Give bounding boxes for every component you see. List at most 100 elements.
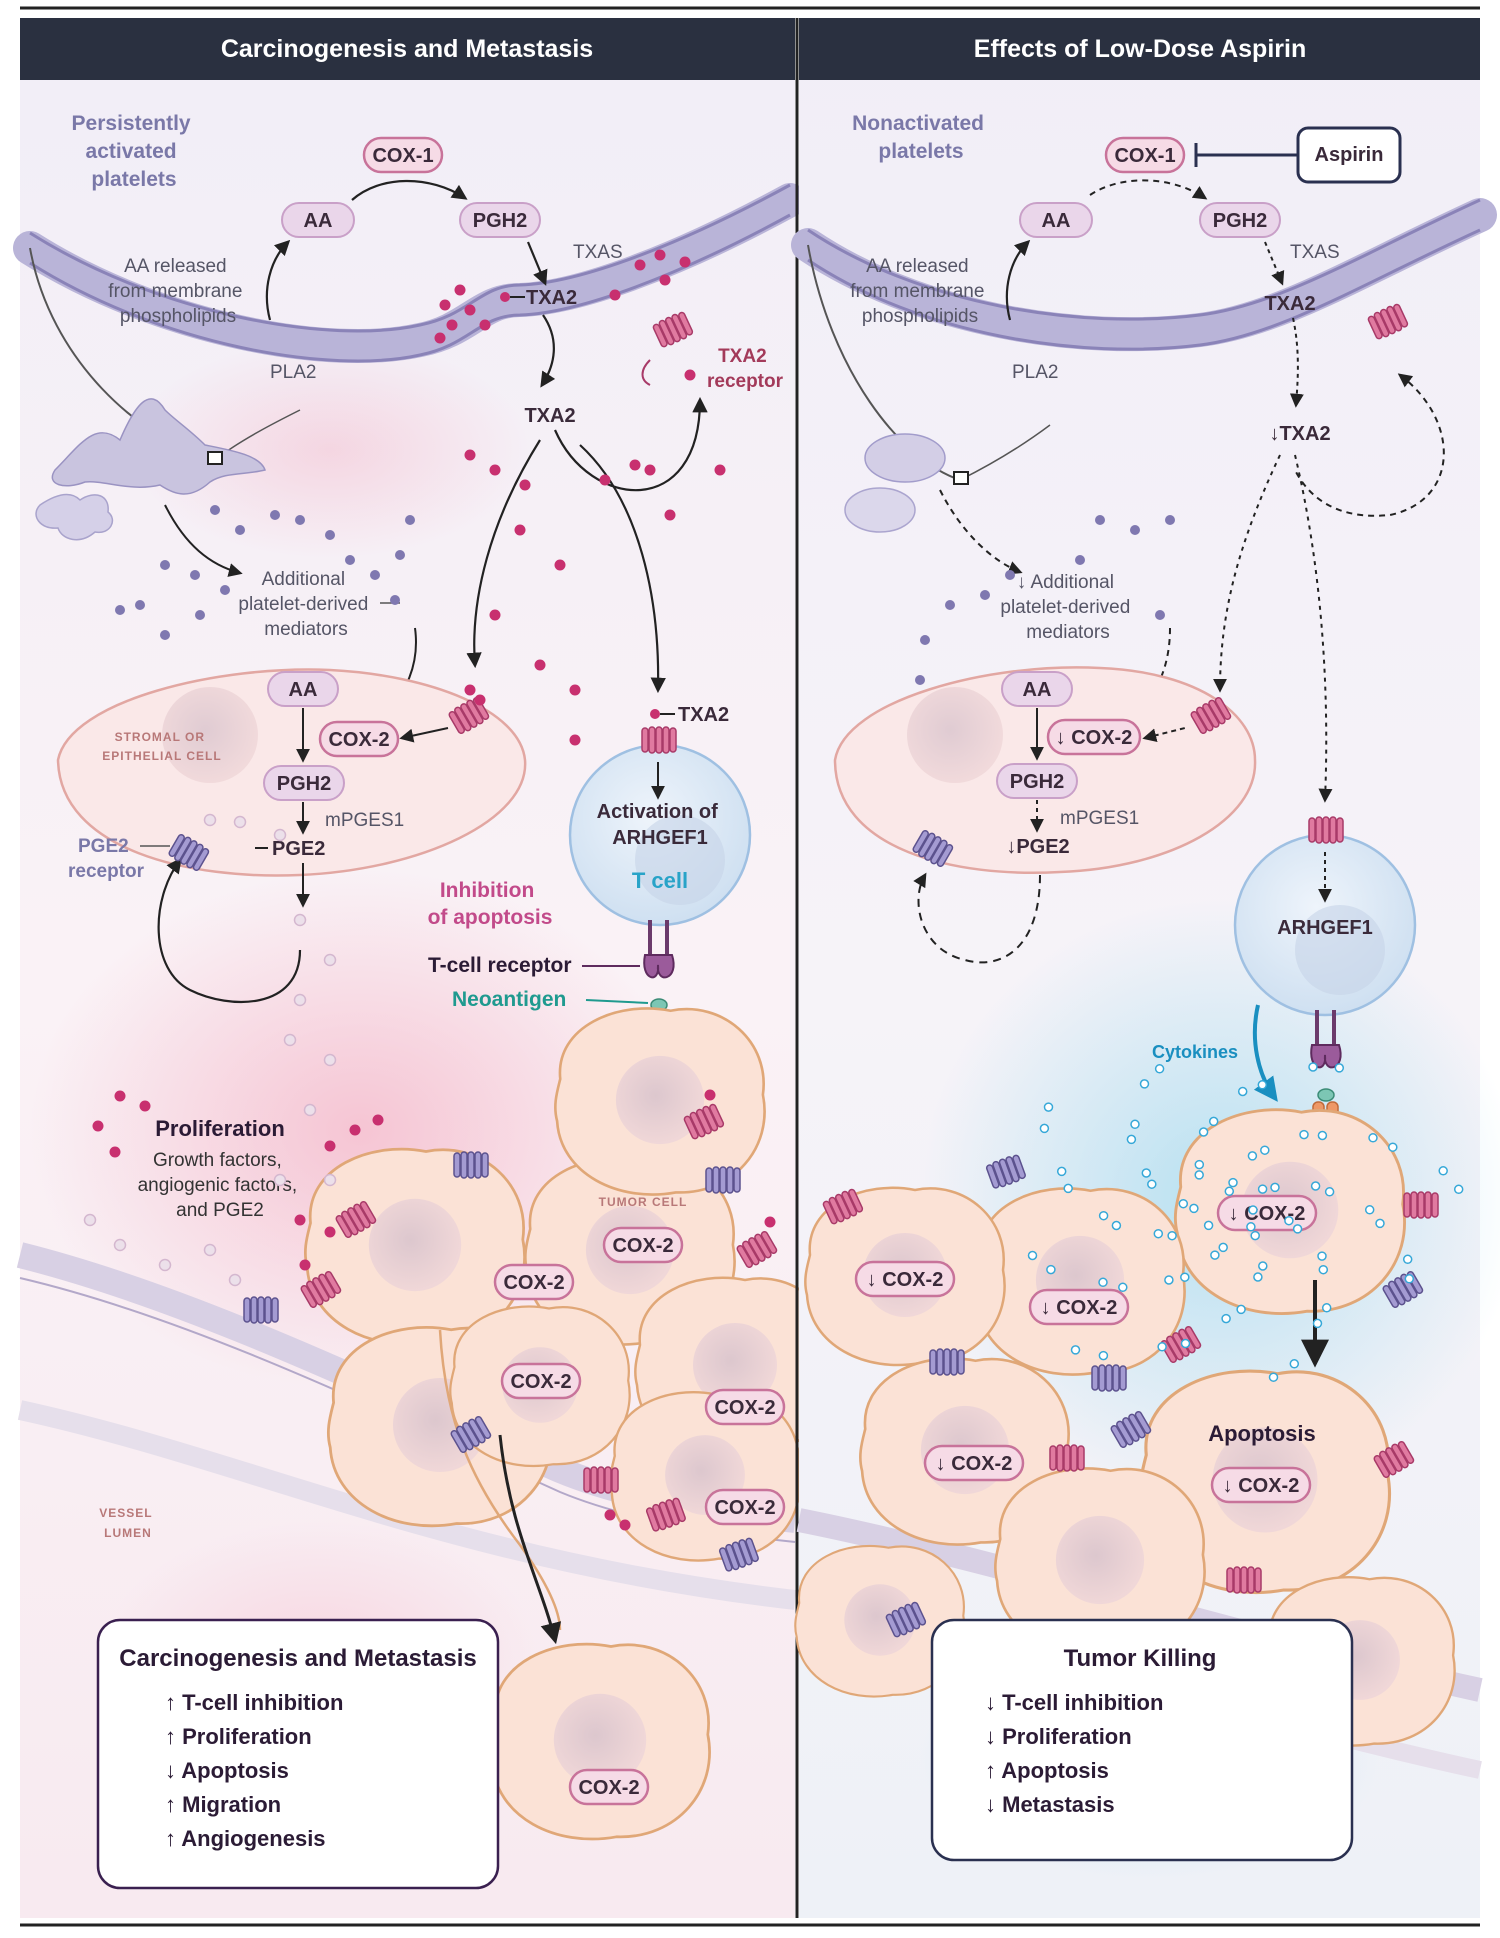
txa2-molecule [569, 684, 581, 696]
txa2-molecule [664, 509, 676, 521]
cytokine-molecule [1063, 1183, 1073, 1194]
left-panel-title: Carcinogenesis and Metastasis [221, 35, 593, 63]
txa2-molecule [704, 1089, 716, 1101]
right-summary-item: ↓ Metastasis [985, 1792, 1115, 1817]
mediator-molecule [295, 515, 305, 525]
mediator-molecule [325, 530, 335, 540]
pge2-molecule [203, 1243, 217, 1257]
cytokine-molecule [1221, 1313, 1231, 1324]
cytokine-molecule [1289, 1359, 1300, 1369]
txa2-molecules [92, 249, 776, 1531]
cytokine-molecule [1247, 1151, 1258, 1161]
svg-text:↓ COX-2: ↓ COX-2 [936, 1453, 1013, 1475]
left-summary-item: ↑ Angiogenesis [165, 1826, 326, 1851]
left-activation-arhgef1: Activation of ARHGEF1 [597, 801, 724, 849]
right-txa2-reduced: ↓TXA2 [1269, 423, 1330, 445]
left-txa2-inner: TXA2 [500, 287, 577, 309]
txa2-molecule [634, 259, 646, 271]
cytokine-molecule [1164, 1275, 1174, 1285]
left-txa2-receptor-label: TXA2 receptor [707, 346, 784, 392]
cytokine-molecule [1404, 1274, 1415, 1284]
cytokine-molecule [1039, 1123, 1050, 1134]
mediator-molecule [390, 595, 400, 605]
svg-text:TXA2: TXA2 [678, 704, 729, 726]
cytokine-molecule [1194, 1159, 1205, 1170]
mediator-molecule [1165, 515, 1175, 525]
txa2-molecule [349, 1124, 361, 1136]
txa2-molecule [569, 734, 581, 746]
right-summary-item: ↑ Apoptosis [985, 1758, 1109, 1783]
svg-text:↓ COX-2: ↓ COX-2 [1041, 1297, 1118, 1319]
cytokine-molecule [1260, 1145, 1270, 1155]
cytokine-molecule [1111, 1220, 1122, 1231]
pge2-molecule [228, 1273, 242, 1287]
cytokine-molecule [1270, 1182, 1280, 1193]
txa2-molecule [446, 319, 458, 331]
left-pgh2-pill: PGH2 [459, 202, 541, 238]
mediator-molecule [370, 570, 380, 580]
mediator-molecule [1095, 515, 1105, 525]
txa2-molecule [92, 1120, 104, 1132]
cytokine-molecule [1228, 1177, 1238, 1188]
cytokine-molecule [1218, 1242, 1228, 1253]
svg-text:Aspirin: Aspirin [1315, 144, 1384, 166]
left-tcr-label: T-cell receptor [428, 954, 572, 977]
left-pge2-label: PGE2 [255, 838, 325, 860]
pge2-molecule [158, 1258, 172, 1272]
cytokine-molecule [1257, 1080, 1268, 1090]
cytokine-molecule [1438, 1166, 1448, 1176]
nonactivated-platelet [844, 487, 916, 533]
svg-text:AA: AA [304, 210, 333, 232]
right-cox1-pill: COX-1 [1104, 136, 1186, 174]
pge2-molecule [323, 1173, 337, 1187]
cytokine-molecule [1147, 1179, 1157, 1189]
txa2-molecule [534, 659, 546, 671]
left-aa-pill: AA [281, 202, 355, 238]
cytokine-molecule [1046, 1264, 1056, 1275]
cytokine-molecule [1364, 1205, 1375, 1215]
txa2-molecule [474, 694, 486, 706]
right-tumor-cox2-3: ↓ COX-2 [1028, 1288, 1130, 1326]
tumor-pge2-receptor [453, 1151, 489, 1179]
left-tumor-cox2-5: COX-2 [704, 1488, 786, 1526]
cytokine-molecule [1334, 1063, 1345, 1073]
mediator-molecule [345, 555, 355, 565]
mediator-molecule [195, 610, 205, 620]
left-panel: Carcinogenesis and Metastasis Persistent… [13, 18, 836, 1918]
left-aa-released-label: AA released from membrane phospholipids [108, 256, 247, 327]
svg-text:AA: AA [289, 679, 318, 701]
svg-text:PGH2: PGH2 [1010, 771, 1064, 793]
mediator-molecule [190, 570, 200, 580]
svg-text:AA: AA [1023, 679, 1052, 701]
right-mpges1-label: mPGES1 [1060, 808, 1139, 829]
right-txa2-label: TXA2 [1264, 293, 1315, 315]
pge2-molecule [293, 993, 307, 1007]
cytokine-molecule [1224, 1186, 1235, 1197]
right-panel: Effects of Low-Dose Aspirin Nonactivated… [791, 18, 1500, 1918]
mediator-molecule [405, 515, 415, 525]
cytokine-molecule [1070, 1345, 1081, 1355]
right-tcell-txa2-receptor [1308, 816, 1344, 844]
cytokine-molecule [1250, 1230, 1260, 1241]
left-tumor-cox2-3: COX-2 [500, 1362, 582, 1400]
svg-text:COX-2: COX-2 [578, 1777, 639, 1799]
svg-text:↓ COX-2: ↓ COX-2 [1229, 1203, 1306, 1225]
cytokine-molecule [1043, 1102, 1054, 1112]
left-stromal-cox2-pill: COX-2 [318, 720, 400, 758]
pge2-molecule [323, 953, 337, 967]
right-tumor-cox2-4: ↓ COX-2 [923, 1444, 1025, 1482]
right-additional-mediators-label: ↓ Additional platelet-derived mediators [1000, 572, 1135, 643]
txa2-molecule [659, 274, 671, 286]
txa2-molecule [679, 256, 691, 268]
tumor-txa2-receptor [1049, 1444, 1085, 1472]
left-vessel-lumen-label: VESSEL LUMEN [99, 1506, 156, 1540]
left-stromal-pgh2-pill: PGH2 [263, 765, 345, 801]
pge2-molecule [303, 1103, 317, 1117]
platelet-mediator-molecules [83, 505, 1175, 1287]
txa2-molecule [684, 369, 696, 381]
svg-text:COX-1: COX-1 [372, 145, 433, 167]
svg-text:PGH2: PGH2 [473, 210, 527, 232]
cytokine-molecule [1194, 1170, 1204, 1180]
svg-text:↓ COX-2: ↓ COX-2 [1223, 1475, 1300, 1497]
cytokine-molecule [1098, 1277, 1108, 1288]
